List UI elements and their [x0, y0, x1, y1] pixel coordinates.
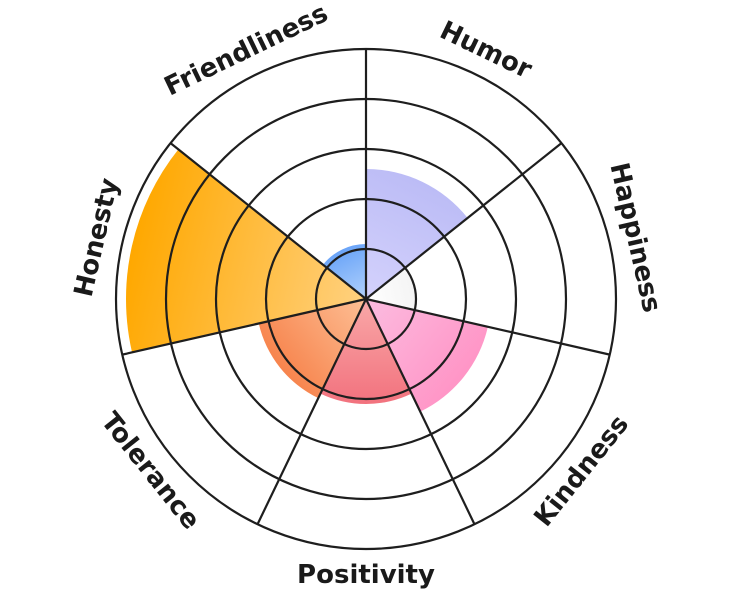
sectors: [126, 149, 488, 412]
grid-spoke-5: [256, 298, 367, 525]
sector-honesty: [126, 149, 367, 353]
sector-kindness: [366, 299, 488, 412]
grid-spoke-3: [365, 297, 610, 356]
grid-spoke-2: [365, 142, 563, 300]
label-friendliness: Friendliness: [160, 0, 333, 102]
grid-spoke-4: [365, 298, 476, 525]
sector-humor: [366, 169, 468, 299]
sector-happiness: [366, 267, 417, 311]
grid-spoke-7: [169, 142, 367, 300]
label-humor: Humor: [435, 16, 537, 86]
sector-friendliness: [323, 244, 366, 299]
label-kindness: Kindness: [529, 410, 636, 533]
grid-spokes: [122, 49, 610, 525]
sector-positivity: [320, 299, 412, 404]
grid-spoke-6: [122, 297, 367, 356]
label-positivity: Positivity: [297, 560, 435, 590]
sector-tolerance: [258, 299, 366, 399]
label-happiness: Happiness: [603, 160, 666, 315]
